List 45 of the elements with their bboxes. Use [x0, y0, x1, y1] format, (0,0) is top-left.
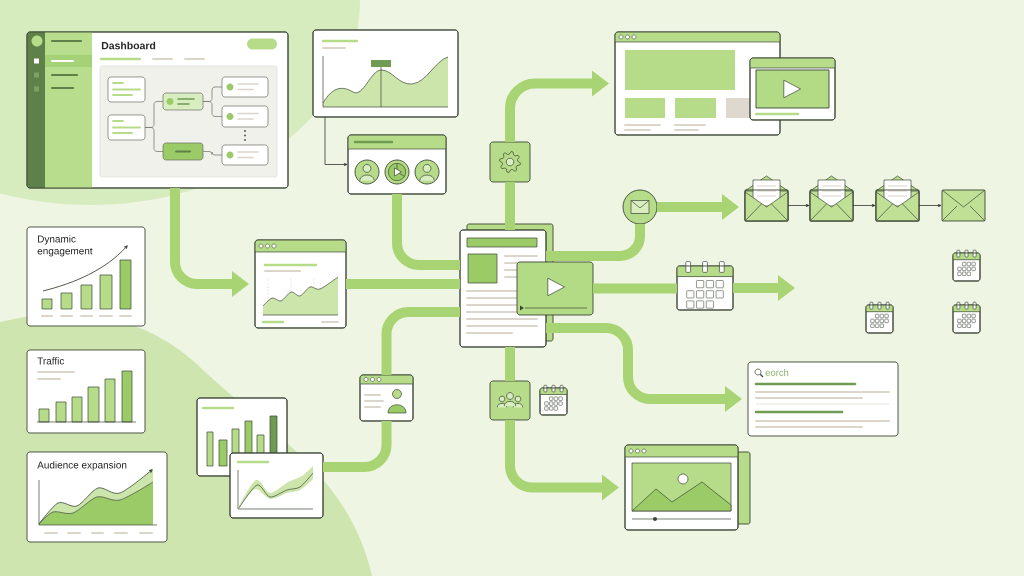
connector-line: [144, 127, 164, 152]
open-envelope: [809, 175, 854, 222]
window: [347, 134, 447, 195]
chart-card: Traffic: [26, 349, 146, 434]
connector-line: [323, 421, 392, 472]
arrow: [733, 275, 795, 301]
calendar: [676, 261, 734, 311]
arrow: [657, 194, 739, 220]
flow-box: [162, 142, 204, 161]
flow-box: [221, 144, 269, 166]
connector-line: [505, 347, 515, 381]
chart-window: [229, 452, 324, 519]
open-envelope: [744, 175, 789, 222]
connector-line: [505, 182, 515, 230]
connector-line: [202, 101, 223, 117]
profile-window: [359, 374, 414, 422]
chart-window: [312, 29, 459, 118]
arrow: [505, 420, 619, 501]
search-results-card: eorch: [747, 361, 899, 437]
flow-box: [221, 76, 269, 98]
connector-line: [593, 283, 677, 294]
closed-envelope: [941, 189, 986, 222]
arrow: [787, 204, 810, 207]
connector-line: [381, 307, 460, 375]
flow-box: [107, 76, 146, 103]
video-player: [516, 261, 594, 316]
icon-tile: [489, 141, 531, 183]
connector-line: [202, 151, 223, 156]
arrow: [918, 204, 942, 207]
arrow: [852, 204, 876, 207]
arrow: [170, 188, 249, 297]
icon-circle: [622, 189, 658, 225]
flow-box: [221, 105, 269, 128]
chart-window: [254, 239, 347, 329]
arrow: [546, 323, 742, 412]
flow-box: [162, 92, 204, 111]
connector-line: [392, 194, 460, 270]
connector-line: [346, 279, 460, 289]
chart-card: Dynamic engagement: [26, 226, 146, 327]
icon-tile: [489, 380, 531, 421]
open-envelope: [875, 175, 920, 222]
arrow: [324, 116, 348, 166]
arrow: [505, 70, 609, 142]
chart-card: Audience expansion: [26, 451, 168, 543]
flow-box: [107, 114, 146, 141]
